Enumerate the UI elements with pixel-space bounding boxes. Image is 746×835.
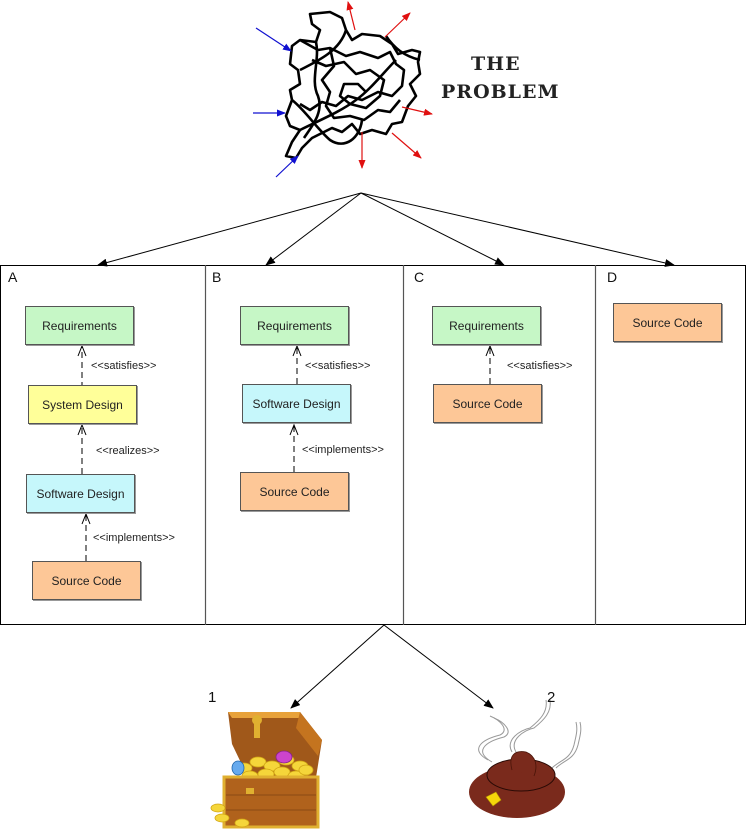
panel-b-implements-label: <<implements>> xyxy=(302,444,384,456)
title-line-2: PROBLEM xyxy=(441,81,560,103)
title-line-1: THE xyxy=(471,53,521,75)
panel-a-system-design-box[interactable]: System Design xyxy=(28,385,137,424)
outcome-1-number: 1 xyxy=(208,689,217,706)
dependency-lines xyxy=(77,344,495,561)
panel-d-label: D xyxy=(607,269,618,285)
outgoing-arrows xyxy=(346,1,433,169)
panel-b-software-design-box[interactable]: Software Design xyxy=(242,384,351,423)
panel-a-label: A xyxy=(8,269,18,285)
treasure-chest-icon xyxy=(210,712,322,829)
panel-d-source-code-box[interactable]: Source Code xyxy=(613,303,722,342)
panel-c-satisfies-label: <<satisfies>> xyxy=(507,360,573,372)
incoming-arrows xyxy=(253,27,299,178)
panel-a-requirements-box[interactable]: Requirements xyxy=(25,306,134,345)
tangle-scribble-icon xyxy=(284,10,422,160)
panel-a-software-design-box[interactable]: Software Design xyxy=(26,474,135,513)
fan-out-arrows xyxy=(97,192,675,267)
dung-pile-icon xyxy=(469,699,582,818)
panel-c-requirements-box[interactable]: Requirements xyxy=(432,306,541,345)
panel-c-source-code-box[interactable]: Source Code xyxy=(433,384,542,423)
panel-c-label: C xyxy=(414,269,425,285)
outcome-2-number: 2 xyxy=(547,689,556,706)
outcome-arrows xyxy=(290,624,494,709)
panel-a-realizes-label: <<realizes>> xyxy=(96,445,160,457)
panel-b-satisfies-label: <<satisfies>> xyxy=(305,360,371,372)
panel-a-source-code-box[interactable]: Source Code xyxy=(32,561,141,600)
panel-a-implements-label: <<implements>> xyxy=(93,532,175,544)
panel-b-requirements-box[interactable]: Requirements xyxy=(240,306,349,345)
panel-b-source-code-box[interactable]: Source Code xyxy=(240,472,349,511)
panel-b-label: B xyxy=(212,269,222,285)
panel-a-satisfies-label: <<satisfies>> xyxy=(91,360,157,372)
